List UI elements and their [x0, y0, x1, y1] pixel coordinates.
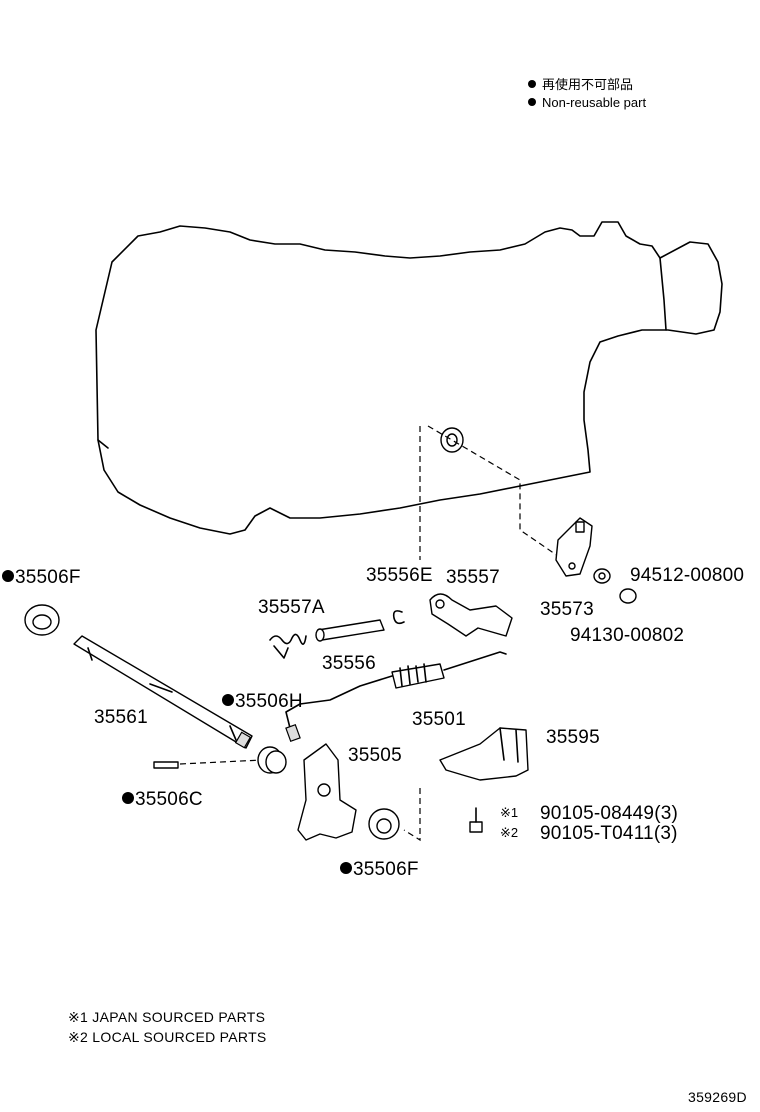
part-label-35506f-top[interactable]: 35506F	[2, 568, 81, 587]
part-label-35557a[interactable]: 35557A	[258, 597, 325, 618]
legend-en: Non-reusable part	[528, 96, 646, 109]
footnote-local: ※2 LOCAL SOURCED PARTS	[68, 1029, 267, 1045]
part-label-35506f-bottom[interactable]: 35506F	[340, 860, 419, 879]
non-reusable-dot-icon	[528, 80, 536, 88]
mark-1: ※1	[500, 805, 519, 820]
part-label-35595[interactable]: 35595	[546, 727, 600, 748]
part-label-35505[interactable]: 35505	[348, 745, 402, 766]
non-reusable-dot-icon	[222, 694, 234, 706]
part-label-35556e[interactable]: 35556E	[366, 565, 433, 586]
part-label-35556[interactable]: 35556	[322, 653, 376, 674]
legend-jp: 再使用不可部品	[528, 78, 633, 91]
part-label-90105-08449[interactable]: 90105-08449(3)	[540, 803, 679, 824]
part-label-35506c[interactable]: 35506C	[122, 790, 203, 809]
footnote-japan: ※1 JAPAN SOURCED PARTS	[68, 1009, 266, 1025]
non-reusable-dot-icon	[2, 570, 14, 582]
non-reusable-dot-icon	[528, 98, 536, 106]
part-label-35506h[interactable]: 35506H	[222, 692, 303, 711]
part-label-35561[interactable]: 35561	[94, 707, 148, 728]
mark-2: ※2	[500, 825, 519, 840]
transmission-housing	[95, 221, 723, 535]
non-reusable-dot-icon	[122, 792, 134, 804]
non-reusable-dot-icon	[340, 862, 352, 874]
part-label-94512[interactable]: 94512-00800	[630, 565, 745, 586]
figure-id: 359269D	[688, 1089, 747, 1105]
part-label-35573[interactable]: 35573	[540, 599, 594, 620]
part-label-90105-t0411[interactable]: 90105-T0411(3)	[540, 823, 678, 844]
part-label-94130[interactable]: 94130-00802	[570, 625, 685, 646]
part-label-35557[interactable]: 35557	[446, 567, 500, 588]
part-label-35501[interactable]: 35501	[412, 709, 466, 730]
